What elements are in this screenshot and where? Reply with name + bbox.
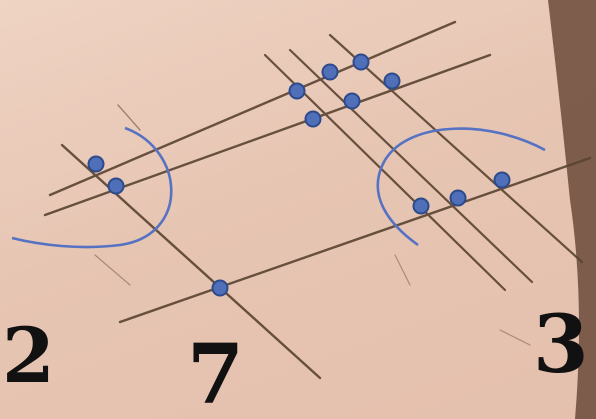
- intersection-dot: [211, 279, 229, 297]
- stick-tick-2: [94, 254, 131, 286]
- intersection-dot: [304, 110, 322, 128]
- result-digit-right: 3: [533, 297, 589, 391]
- stick-line-lower: [118, 156, 592, 324]
- stick-line-upper-1: [48, 20, 457, 197]
- stick-line-left-diag: [60, 143, 322, 380]
- stick-line-right-diag-1: [263, 53, 507, 292]
- intersection-dot: [321, 63, 339, 81]
- result-digit-left: 2: [2, 311, 55, 400]
- intersection-dot: [412, 197, 430, 215]
- group-arc-left: [11, 126, 173, 249]
- intersection-dot: [107, 177, 125, 195]
- result-digit-middle: 7: [187, 327, 245, 419]
- stick-line-right-diag-3: [328, 33, 584, 264]
- stick-tick-4: [499, 329, 531, 346]
- edge-shadow: [548, 0, 596, 419]
- intersection-dot: [449, 189, 467, 207]
- stick-line-right-diag-2: [288, 48, 534, 284]
- intersection-dot: [493, 171, 511, 189]
- intersection-dot: [288, 82, 306, 100]
- intersection-dot: [352, 53, 370, 71]
- intersection-dot: [383, 72, 401, 90]
- intersection-dot: [87, 155, 105, 173]
- intersection-dot: [343, 92, 361, 110]
- stick-tick-3: [394, 254, 411, 286]
- stick-tick-1: [117, 104, 141, 131]
- group-arc-right: [376, 127, 546, 247]
